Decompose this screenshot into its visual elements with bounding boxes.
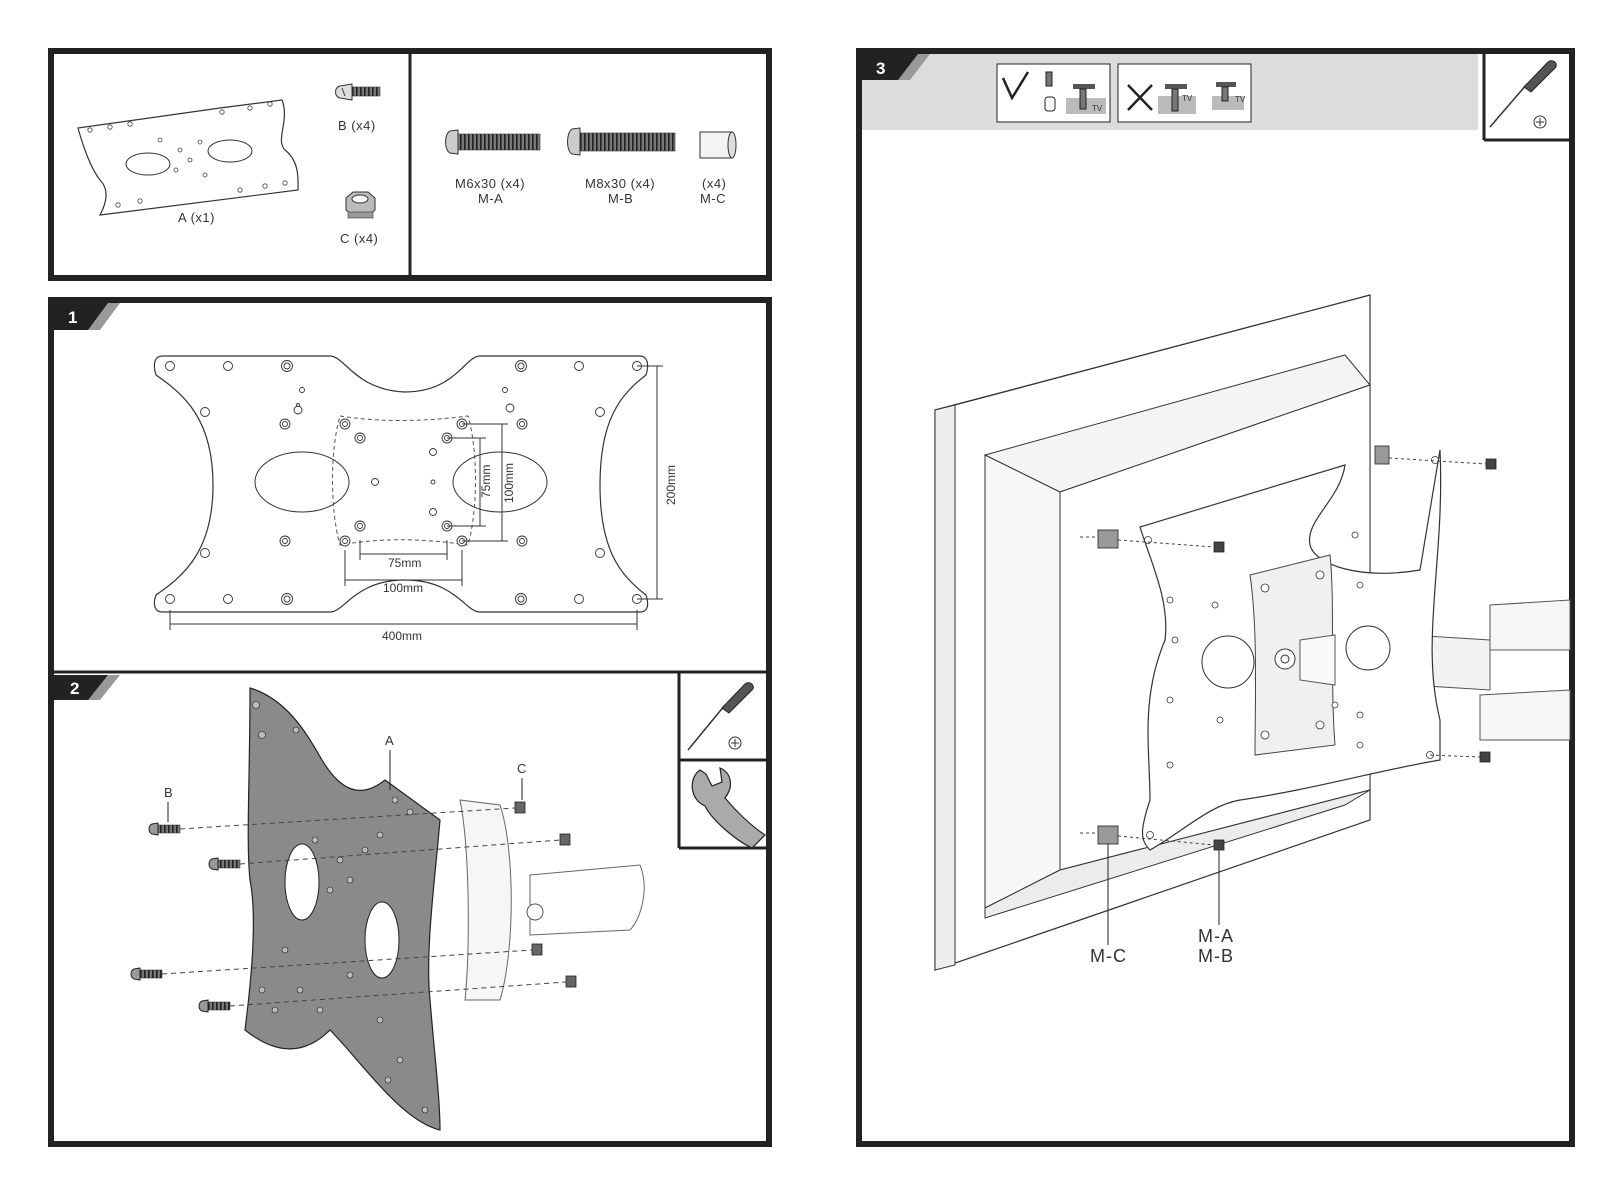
adapter-plate-a [78, 100, 298, 215]
screw-b-icon [336, 84, 381, 100]
wrench-icon [692, 768, 765, 848]
step-1-2-panel: 1 [51, 300, 769, 1144]
screw-m-a-icon [446, 130, 541, 154]
dim-400mm-width: 400mm [382, 629, 422, 643]
step-3-label-mb: M-B [1198, 946, 1234, 966]
m-c-qty: (x4) [702, 176, 726, 191]
screwdriver-icon [1490, 61, 1556, 128]
screw-b-label: B (x4) [338, 118, 376, 133]
vesa-plate-drawing [154, 356, 647, 612]
dim-200mm-height: 200mm [664, 465, 678, 505]
svg-text:3: 3 [876, 59, 885, 78]
m-b-size: M8x30 (x4) [585, 176, 655, 191]
screw-b-set [131, 823, 240, 1012]
incorrect-usage-legend: TV TV [1118, 64, 1251, 122]
parts-panel: A (x1) B (x4) C (x4) M6x30 (x4) M-A M8x3… [51, 51, 769, 278]
step-2-label-b: B [164, 785, 173, 800]
step-2-label-a: A [385, 733, 394, 748]
svg-text:2: 2 [70, 679, 79, 698]
step-2-badge: 2 [54, 675, 120, 700]
dim-100mm-height: 100mm [502, 463, 516, 503]
tv-mark-3: TV [1235, 95, 1246, 104]
dim-75mm-width: 75mm [388, 556, 421, 570]
dim-75mm-height: 75mm [479, 465, 493, 498]
step-2-exploded-drawing [131, 688, 644, 1130]
step-1-badge: 1 [54, 303, 120, 330]
step-2-label-c: C [517, 761, 527, 776]
screwdriver-icon [688, 683, 753, 750]
step-3-panel: 3 TV TV TV [859, 51, 1572, 1144]
step-3-label-mc: M-C [1090, 946, 1127, 966]
dim-100mm-width: 100mm [383, 581, 423, 595]
tv-mark-1: TV [1092, 104, 1103, 113]
nut-c-label: C (x4) [340, 231, 378, 246]
tv-back-drawing [935, 295, 1570, 970]
nut-c-icon [346, 192, 375, 218]
plate-a-label: A (x1) [178, 210, 215, 225]
m-c-code: M-C [700, 191, 726, 206]
tv-mark-2: TV [1182, 94, 1193, 103]
m-a-code: M-A [478, 191, 503, 206]
step-3-label-ma: M-A [1198, 926, 1234, 946]
spacer-m-c-icon [700, 132, 736, 158]
m-a-size: M6x30 (x4) [455, 176, 525, 191]
svg-text:1: 1 [68, 308, 77, 327]
correct-usage-legend: TV [997, 64, 1110, 122]
m-b-code: M-B [608, 191, 633, 206]
screw-m-b-icon [568, 128, 676, 155]
